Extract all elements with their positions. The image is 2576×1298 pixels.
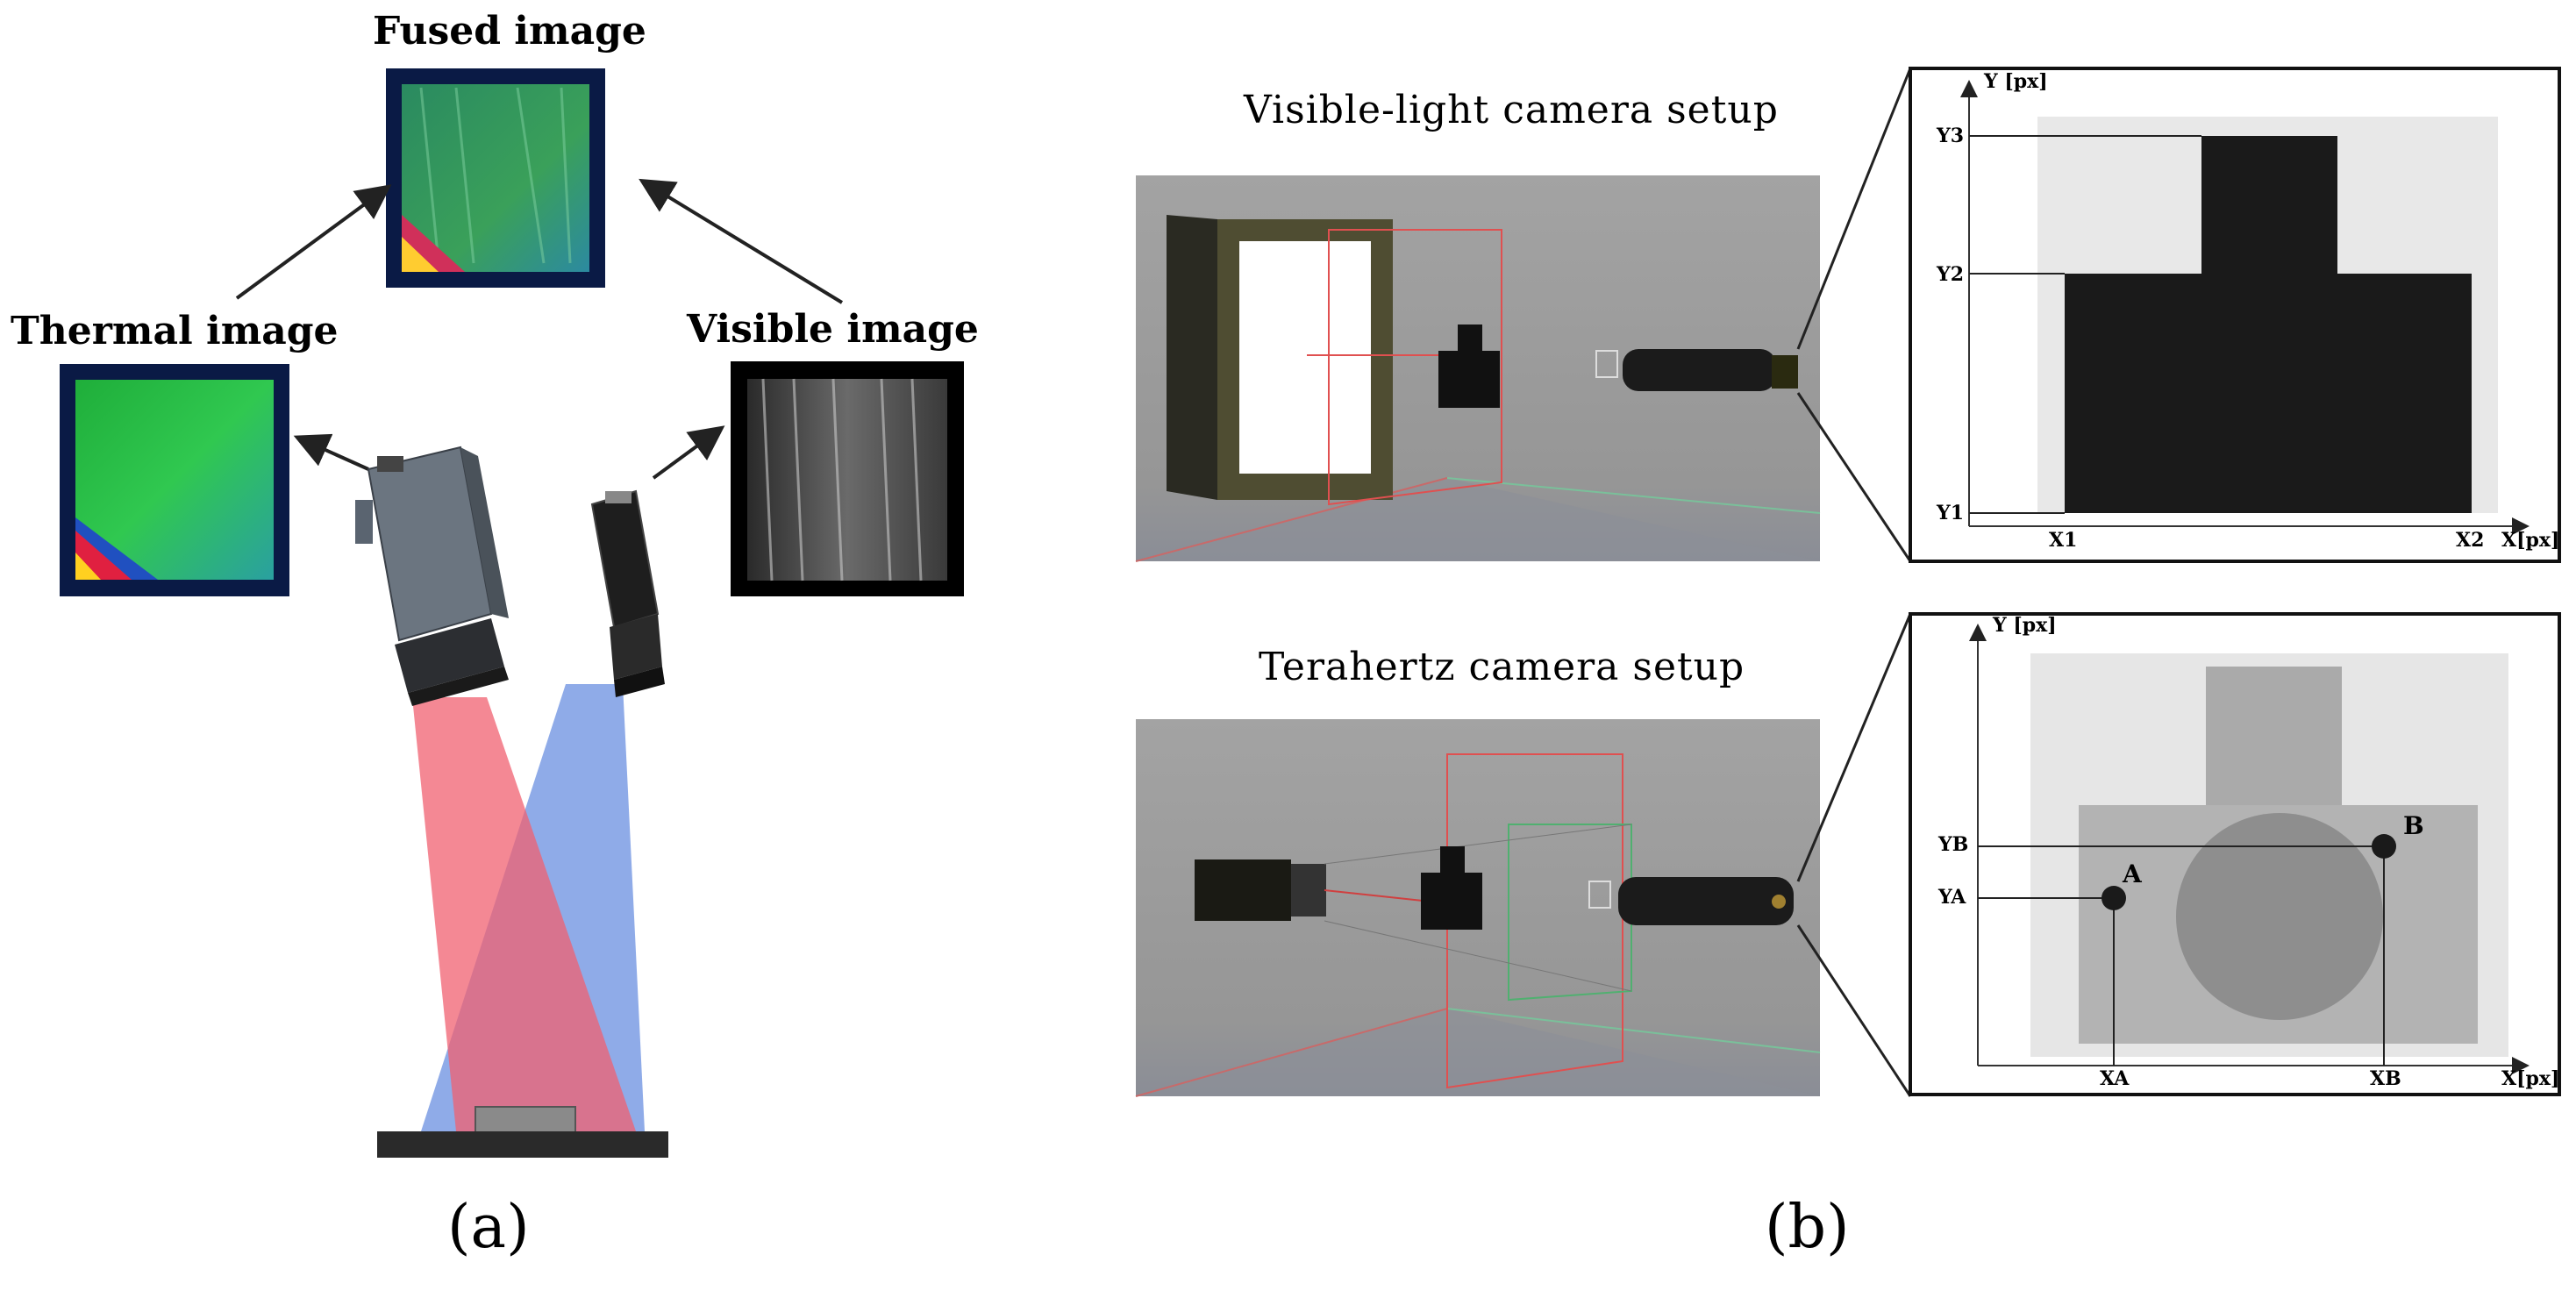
arrow-cam-to-thermal (293, 433, 369, 471)
thermal-beam (412, 697, 636, 1131)
plot2-y-axis-label: Y [px] (1993, 614, 2057, 637)
point-b-label: B (2403, 811, 2424, 840)
point-a-marker (2101, 886, 2126, 910)
arrow-visible-to-fused (639, 178, 844, 304)
point-a-label: A (2123, 859, 2142, 888)
plot1-y3-tick: Y3 (1937, 125, 1965, 147)
fused-image (386, 68, 605, 288)
visible-image-label: Visible image (687, 307, 979, 352)
panel-b (1135, 67, 2561, 1097)
sample-on-stage (475, 1106, 576, 1134)
visible-scene (1135, 175, 1821, 562)
visible-setup-title: Visible-light camera setup (1244, 88, 1779, 132)
point-b-marker (2372, 834, 2396, 859)
plot2-yb-tick: YB (1938, 833, 1969, 856)
plot1-x1-tick: X1 (2049, 529, 2078, 552)
plot1-y1-tick: Y1 (1937, 502, 1965, 524)
arrow-thermal-to-fused (235, 184, 392, 300)
plot1-x2-tick: X2 (2456, 529, 2485, 552)
plot-1 (1909, 67, 2561, 563)
panel-a (60, 68, 964, 1158)
arrow-cam-to-visible (652, 425, 725, 480)
visible-image (731, 361, 964, 596)
fused-image-label: Fused image (373, 9, 646, 53)
plot1-y-axis-label: Y [px] (1984, 70, 2048, 93)
plot2-xb-tick: XB (2370, 1067, 2401, 1090)
plot2-x-axis-label: X[px] (2501, 1067, 2560, 1090)
thermal-image-label: Thermal image (11, 309, 339, 353)
plot1-y2-tick: Y2 (1937, 263, 1965, 286)
panel-a-label: (a) (447, 1193, 530, 1262)
plot-2 (1909, 612, 2561, 1096)
terahertz-scene (1135, 719, 1821, 1097)
stage-base (377, 1131, 668, 1158)
plot2-xa-tick: XA (2100, 1067, 2130, 1090)
panel-b-label: (b) (1765, 1193, 1850, 1262)
thermal-image (60, 364, 289, 596)
visible-camera (590, 489, 665, 697)
plot2-ya-tick: YA (1938, 886, 1966, 909)
terahertz-setup-title: Terahertz camera setup (1259, 645, 1745, 689)
thermal-camera (355, 446, 509, 706)
plot1-x-axis-label: X[px] (2501, 529, 2560, 552)
